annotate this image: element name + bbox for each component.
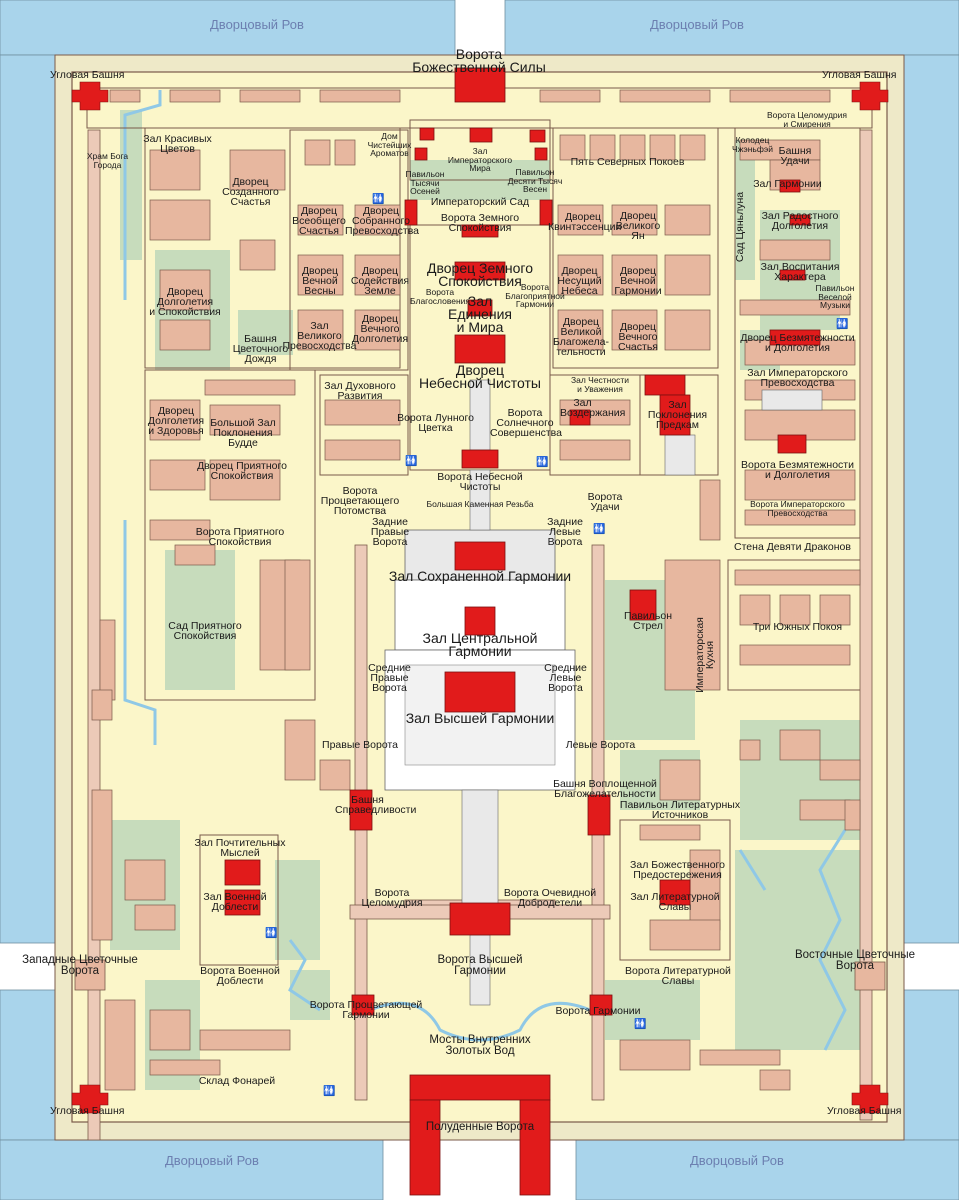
side-gate-blocks	[74, 959, 886, 991]
major-halls	[224, 67, 821, 1196]
buildings	[91, 89, 861, 1091]
terraces	[384, 379, 823, 1006]
inner-waterways	[108, 90, 847, 1051]
corner-tower-icons	[71, 81, 889, 1114]
